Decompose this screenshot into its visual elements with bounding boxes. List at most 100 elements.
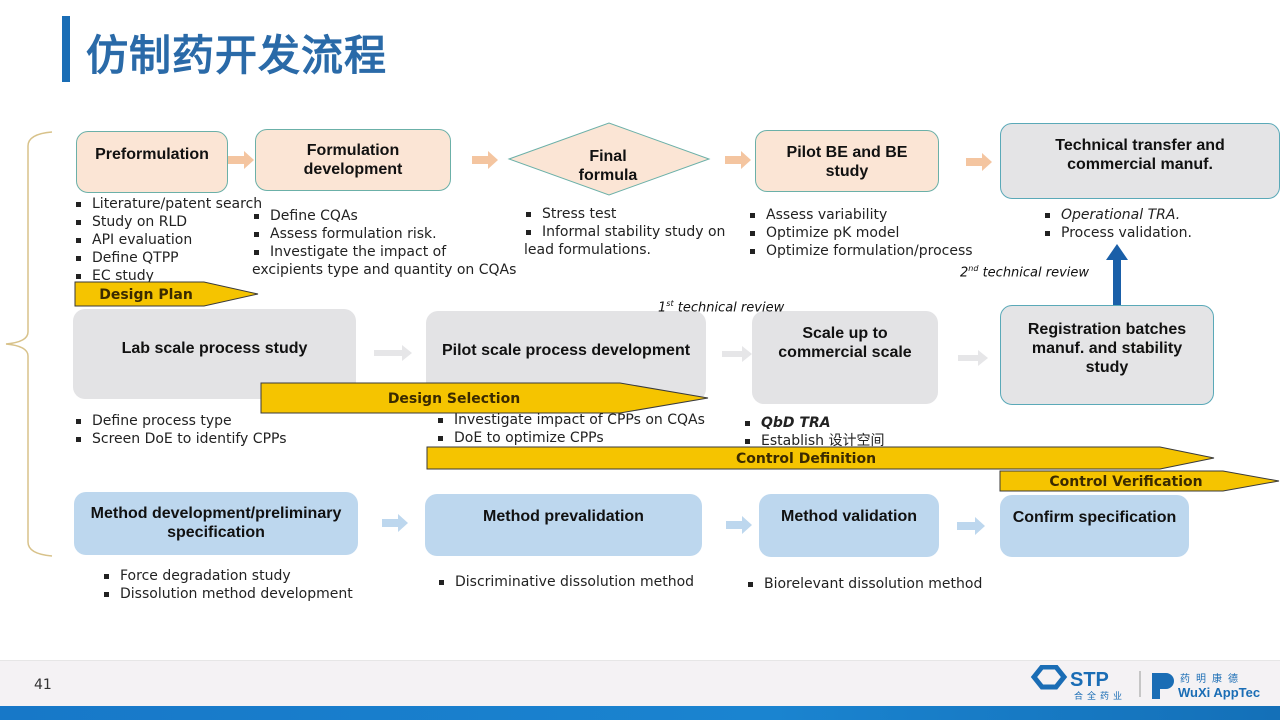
- arrow-right-icon: [725, 151, 751, 169]
- phase-arrow-control-verification: Control Verification: [999, 470, 1280, 492]
- step-label: Pilot scale process development: [441, 341, 691, 359]
- bullet-item: QbD TRA: [743, 414, 885, 432]
- arrow-right-icon: [958, 350, 988, 366]
- wuxi-apptec-logo: 药明康德 WuXi AppTec: [1152, 672, 1260, 700]
- stp-logo: STP 合全药业: [1030, 665, 1126, 702]
- method-validation-bullets: Biorelevant dissolution method: [746, 575, 982, 593]
- scale-up-bullets: QbD TRA Establish 设计空间: [743, 414, 885, 450]
- step-registration-batches[interactable]: Registration batches manuf. and stabilit…: [1000, 305, 1214, 405]
- bullet-item: Informal stability study on: [524, 223, 725, 241]
- step-label: Formulation: [306, 142, 400, 159]
- step-scale-up[interactable]: Scale up to commercial scale: [752, 311, 938, 404]
- step-label: Lab scale process study: [121, 339, 308, 357]
- pilot-scale-bullets: Investigate impact of CPPs on CQAs DoE t…: [436, 411, 705, 447]
- step-label: study: [825, 163, 869, 180]
- arrow-right-icon: [966, 153, 992, 171]
- preformulation-bullets: Literature/patent search Study on RLD AP…: [74, 195, 262, 285]
- step-label: commercial scale: [778, 344, 912, 361]
- wuxi-logo-cn: 药明康德: [1180, 672, 1244, 685]
- review-ordinal: 1: [658, 300, 667, 316]
- step-label: development: [303, 161, 403, 178]
- bullet-item: Discriminative dissolution method: [437, 573, 694, 591]
- pilot-be-bullets: Assess variability Optimize pK model Opt…: [748, 206, 973, 260]
- review-ordinal: 2: [960, 265, 969, 281]
- step-label: Method development/preliminary: [90, 505, 342, 522]
- step-method-prevalidation[interactable]: Method prevalidation: [425, 494, 702, 556]
- phase-label: Control Verification: [1049, 474, 1202, 490]
- tech-transfer-bullets: Operational TRA. Process validation.: [1043, 206, 1192, 242]
- bullet-item: Operational TRA.: [1043, 206, 1192, 224]
- second-technical-review: 2nd technical review: [960, 264, 1089, 280]
- step-label: Preformulation: [95, 146, 209, 163]
- method-prevalidation-bullets: Discriminative dissolution method: [437, 573, 694, 591]
- bullet-item: Define process type: [74, 412, 287, 430]
- bullet-item: Screen DoE to identify CPPs: [74, 430, 287, 448]
- bullet-item: Force degradation study: [102, 567, 353, 585]
- bullet-item: Assess formulation risk.: [252, 225, 516, 243]
- bullet-item: excipients type and quantity on CQAs: [252, 262, 517, 278]
- bullet-item: Investigate impact of CPPs on CQAs: [436, 411, 705, 429]
- bullet-item: Assess variability: [748, 206, 973, 224]
- bullet-item: Establish 设计空间: [743, 432, 885, 450]
- bullet-item: Process validation.: [1043, 224, 1192, 242]
- method-development-bullets: Force degradation study Dissolution meth…: [102, 567, 353, 603]
- step-final-formula: Final formula: [548, 147, 668, 187]
- step-final-formula-diamond[interactable]: [507, 121, 711, 197]
- bullet-item: EC study: [74, 267, 262, 285]
- title-accent-bar: [62, 16, 70, 82]
- bullet-item: lead formulations.: [524, 242, 651, 258]
- step-label: Technical transfer and: [1055, 137, 1225, 154]
- page-number: 41: [34, 677, 52, 693]
- step-label: Registration batches: [1027, 321, 1187, 338]
- step-label: specification: [167, 524, 265, 541]
- step-method-validation[interactable]: Method validation: [759, 494, 939, 557]
- step-label: manuf. and stability: [1031, 340, 1183, 357]
- bullet-item: Stress test: [524, 205, 725, 223]
- step-label: Pilot BE and BE: [786, 144, 908, 161]
- review-text: technical review: [673, 300, 785, 316]
- step-label: formula: [578, 167, 638, 184]
- up-arrow-icon: [1106, 244, 1128, 308]
- bullet-item: Dissolution method development: [102, 585, 353, 603]
- arrow-right-icon: [472, 151, 498, 169]
- step-pilot-be[interactable]: Pilot BE and BE study: [755, 130, 939, 192]
- phase-arrow-design-selection: Design Selection: [260, 382, 709, 414]
- formulation-dev-bullets: Define CQAs Assess formulation risk. Inv…: [252, 207, 516, 279]
- phase-label: Control Definition: [736, 451, 876, 467]
- page-title: 仿制药开发流程: [86, 31, 388, 80]
- bullet-item: Optimize formulation/process: [748, 242, 973, 260]
- arrow-right-icon: [722, 346, 752, 362]
- phase-label: Design Plan: [99, 287, 193, 303]
- bullet-item: Define QTPP: [74, 249, 262, 267]
- bullet-item: Investigate the impact of: [252, 243, 516, 261]
- bullet-item: DoE to optimize CPPs: [436, 429, 705, 447]
- arrow-right-icon: [726, 516, 752, 534]
- stp-logo-cn: 合全药业: [1074, 690, 1126, 702]
- step-formulation-development[interactable]: Formulation development: [255, 129, 451, 191]
- left-brace: [5, 131, 53, 557]
- phase-arrow-control-definition: Control Definition: [426, 446, 1215, 470]
- step-method-development[interactable]: Method development/preliminary specifica…: [74, 492, 358, 555]
- step-label: Confirm specification: [1012, 509, 1177, 526]
- phase-arrow-design-plan: Design Plan: [74, 281, 259, 307]
- bullet-item: Define CQAs: [252, 207, 516, 225]
- phase-label: Design Selection: [388, 391, 520, 407]
- company-logos: STP 合全药业 药明康德 WuXi AppTec: [1030, 665, 1260, 702]
- step-label: Final: [589, 148, 627, 165]
- step-label: Scale up to: [802, 325, 888, 342]
- step-confirm-specification[interactable]: Confirm specification: [1000, 495, 1189, 557]
- stp-logo-text: STP: [1070, 669, 1109, 691]
- review-text: technical review: [978, 265, 1090, 281]
- bullet-item: Literature/patent search: [74, 195, 262, 213]
- arrow-right-icon: [382, 514, 408, 532]
- bullet-item: Study on RLD: [74, 213, 262, 231]
- lab-scale-bullets: Define process type Screen DoE to identi…: [74, 412, 287, 448]
- footer-accent-bar: [0, 706, 1280, 720]
- step-preformulation[interactable]: Preformulation: [76, 131, 228, 193]
- arrow-right-icon: [374, 345, 412, 361]
- review-suffix: nd: [968, 264, 979, 273]
- review-suffix: st: [666, 299, 674, 308]
- first-technical-review: 1st technical review: [658, 299, 784, 315]
- step-technical-transfer[interactable]: Technical transfer and commercial manuf.: [1000, 123, 1280, 199]
- footer: [0, 660, 1280, 706]
